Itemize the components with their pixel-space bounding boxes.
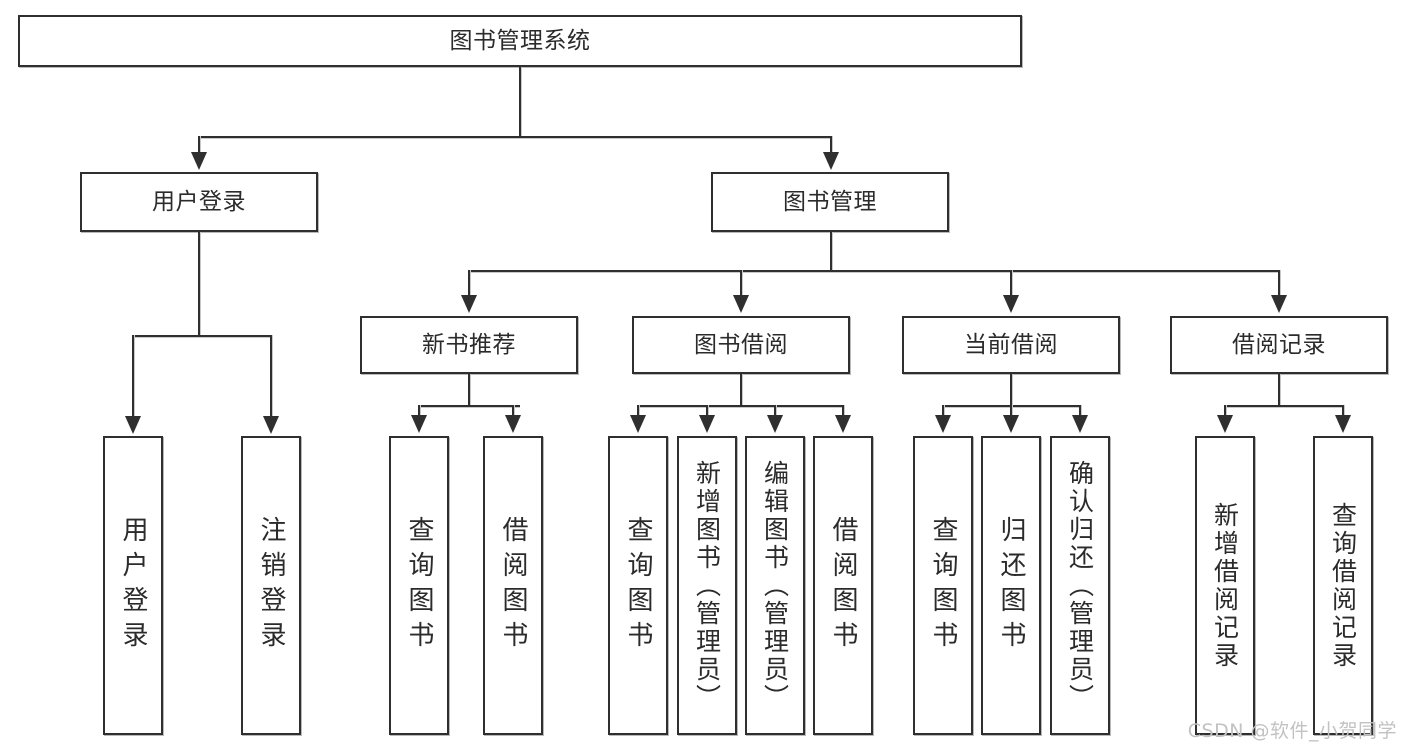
connector-book-management-child-3 bbox=[1010, 270, 1012, 297]
node-label: 查询图书 bbox=[928, 515, 958, 656]
connector-borrow-record-split-bar bbox=[1224, 405, 1342, 407]
node-book-borrow[interactable]: 图书借阅 bbox=[632, 316, 850, 374]
connector-to-user-login bbox=[198, 136, 200, 154]
node-user-login[interactable]: 用户登录 bbox=[80, 172, 318, 232]
connector-book-borrow-child-1 bbox=[637, 405, 639, 417]
connector-borrow-record-stem bbox=[1278, 374, 1280, 405]
arrowhead-new-book-recommend-child-2 bbox=[505, 415, 521, 433]
leaf-query-book-current[interactable]: 查询图书 bbox=[913, 436, 973, 735]
connector-new-book-recommend-stem bbox=[468, 374, 470, 405]
connector-current-borrow-child-1 bbox=[942, 405, 944, 417]
node-label: 图书管理 bbox=[783, 188, 877, 215]
connector-book-borrow-child-4 bbox=[842, 405, 844, 417]
connector-borrow-record-child-1 bbox=[1224, 405, 1226, 417]
leaf-add-book-admin[interactable]: 新增图书（管理员） bbox=[677, 436, 737, 735]
node-borrow-record[interactable]: 借阅记录 bbox=[1170, 316, 1388, 374]
node-label: 新增图书（管理员） bbox=[692, 459, 722, 712]
arrowhead-book-management-child-2 bbox=[733, 295, 749, 313]
node-label: 图书借阅 bbox=[694, 331, 788, 358]
connector-current-borrow-child-3 bbox=[1079, 405, 1081, 417]
leaf-edit-book-admin[interactable]: 编辑图书（管理员） bbox=[745, 436, 805, 735]
connector-user-login-child-1 bbox=[132, 335, 134, 418]
arrowhead-borrow-record-child-1 bbox=[1217, 415, 1233, 433]
node-label: 查询图书 bbox=[623, 515, 653, 656]
connector-book-borrow-child-3 bbox=[774, 405, 776, 417]
arrowhead-new-book-recommend-child-1 bbox=[411, 415, 427, 433]
connector-book-management-child-4 bbox=[1278, 270, 1280, 297]
node-current-borrow[interactable]: 当前借阅 bbox=[902, 316, 1120, 374]
connector-book-borrow-child-2 bbox=[706, 405, 708, 417]
node-label: 新书推荐 bbox=[422, 331, 516, 358]
node-label: 确认归还（管理员） bbox=[1065, 459, 1095, 712]
node-label: 编辑图书（管理员） bbox=[760, 459, 790, 712]
connector-user-login-child-2 bbox=[270, 335, 272, 418]
node-label: 注销登录 bbox=[256, 515, 286, 656]
connector-book-borrow-stem bbox=[740, 374, 742, 405]
arrowhead-book-borrow-child-3 bbox=[767, 415, 783, 433]
connector-new-book-recommend-child-2 bbox=[512, 405, 514, 417]
connector-book-management-child-2 bbox=[740, 270, 742, 297]
arrowhead-to-book-management bbox=[823, 152, 839, 170]
leaf-logout[interactable]: 注销登录 bbox=[241, 436, 301, 735]
connector-root-stem bbox=[519, 67, 521, 136]
connector-root-split-bar bbox=[198, 136, 831, 138]
node-label: 新增借阅记录 bbox=[1210, 501, 1240, 670]
connector-book-management-stem bbox=[830, 232, 832, 270]
connector-current-borrow-stem bbox=[1010, 374, 1012, 405]
arrowhead-book-borrow-child-4 bbox=[835, 415, 851, 433]
arrowhead-to-user-login bbox=[191, 152, 207, 170]
arrowhead-borrow-record-child-2 bbox=[1335, 415, 1351, 433]
arrowhead-book-management-child-1 bbox=[461, 295, 477, 313]
node-label: 当前借阅 bbox=[964, 331, 1058, 358]
node-label: 查询图书 bbox=[404, 515, 434, 656]
node-label: 图书管理系统 bbox=[449, 27, 591, 54]
arrowhead-book-borrow-child-1 bbox=[630, 415, 646, 433]
leaf-add-borrow-record[interactable]: 新增借阅记录 bbox=[1195, 436, 1255, 735]
node-label: 查询借阅记录 bbox=[1328, 501, 1358, 670]
arrowhead-user-login-child-2 bbox=[263, 416, 279, 434]
node-root-book-management-system[interactable]: 图书管理系统 bbox=[18, 15, 1022, 67]
connector-book-borrow-split-bar bbox=[637, 405, 844, 407]
leaf-confirm-return-admin[interactable]: 确认归还（管理员） bbox=[1050, 436, 1110, 735]
connector-book-management-child-1 bbox=[468, 270, 470, 297]
node-new-book-recommend[interactable]: 新书推荐 bbox=[360, 316, 578, 374]
node-label: 借阅图书 bbox=[828, 515, 858, 656]
node-label: 借阅图书 bbox=[498, 515, 528, 656]
arrowhead-current-borrow-child-2 bbox=[1003, 415, 1019, 433]
node-label: 借阅记录 bbox=[1232, 331, 1326, 358]
connector-to-book-management bbox=[830, 136, 832, 154]
connector-book-management-split-bar bbox=[468, 270, 1278, 272]
leaf-query-book-borrow[interactable]: 查询图书 bbox=[608, 436, 668, 735]
node-label: 归还图书 bbox=[996, 515, 1026, 656]
leaf-return-book[interactable]: 归还图书 bbox=[981, 436, 1041, 735]
connector-borrow-record-child-2 bbox=[1342, 405, 1344, 417]
arrowhead-book-management-child-3 bbox=[1003, 295, 1019, 313]
connector-user-login-split-bar bbox=[132, 335, 271, 337]
connector-user-login-stem bbox=[198, 232, 200, 335]
arrowhead-user-login-child-1 bbox=[125, 416, 141, 434]
leaf-query-borrow-record[interactable]: 查询借阅记录 bbox=[1313, 436, 1373, 735]
leaf-user-login[interactable]: 用户登录 bbox=[103, 436, 163, 735]
leaf-borrow-book-recommend[interactable]: 借阅图书 bbox=[483, 436, 543, 735]
arrowhead-current-borrow-child-1 bbox=[935, 415, 951, 433]
connector-new-book-recommend-child-1 bbox=[418, 405, 420, 417]
node-label: 用户登录 bbox=[118, 515, 148, 656]
arrowhead-book-management-child-4 bbox=[1271, 295, 1287, 313]
arrowhead-book-borrow-child-2 bbox=[699, 415, 715, 433]
leaf-borrow-book[interactable]: 借阅图书 bbox=[813, 436, 873, 735]
node-book-management[interactable]: 图书管理 bbox=[711, 172, 949, 232]
connector-current-borrow-child-2 bbox=[1010, 405, 1012, 417]
leaf-query-book-recommend[interactable]: 查询图书 bbox=[389, 436, 449, 735]
connector-new-book-recommend-split-bar bbox=[418, 405, 520, 407]
arrowhead-current-borrow-child-3 bbox=[1072, 415, 1088, 433]
node-label: 用户登录 bbox=[152, 188, 246, 215]
